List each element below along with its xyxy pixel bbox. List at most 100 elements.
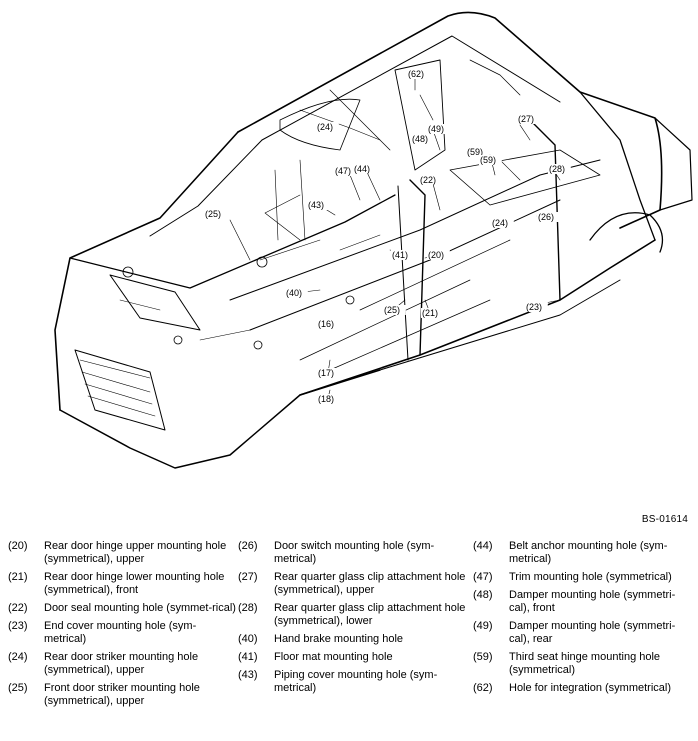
- legend-text: Hole for integration (symmetrical): [509, 682, 671, 694]
- legend-number: (27): [238, 571, 258, 583]
- legend-item: (49) Damper mounting hole (symmetri-cal),…: [473, 620, 692, 646]
- callout-label-bg: [317, 394, 340, 404]
- legend-column: (20)Rear door hinge upper mounting hole …: [8, 540, 236, 713]
- callout-label: (44): [354, 164, 370, 174]
- legend-text: Hand brake mounting hole: [274, 633, 404, 645]
- callout-label-bg: [466, 147, 489, 157]
- callout-label-bg: [491, 218, 514, 228]
- legend-text: Door switch mounting hole (sym-metrical): [274, 540, 435, 565]
- b-pillar-inner: [397, 185, 409, 361]
- callout-label-bg: [537, 212, 560, 222]
- callout-label-bg: [419, 175, 442, 185]
- legend-item: (28)Rear quarter glass clip attachment h…: [238, 602, 468, 628]
- legend-text: Damper mounting hole (symmetri-cal), fro…: [509, 589, 676, 614]
- legend-text: Rear door striker mounting hole (symmetr…: [44, 651, 199, 676]
- legend-item: (47) Trim mounting hole (symmetrical): [473, 571, 692, 584]
- callout-label-bg: [204, 209, 227, 219]
- legend-item: (24)Rear door striker mounting hole (sym…: [8, 651, 236, 677]
- legend-item: (41)Floor mat mounting hole: [238, 651, 468, 664]
- callout-label-bg: [383, 305, 406, 315]
- legend-item: (25)Front door striker mounting hole (sy…: [8, 682, 236, 708]
- legend-item: (62) Hole for integration (symmetrical): [473, 682, 692, 695]
- legend-text: Piping cover mounting hole (sym-metrical…: [274, 669, 438, 694]
- legend-number: (62): [473, 682, 493, 694]
- legend-number: (44): [473, 540, 493, 552]
- callout-label-bg: [285, 288, 308, 298]
- legend-number: (47): [473, 571, 493, 583]
- radiator-support: [79, 359, 156, 417]
- callout-label-bg: [427, 250, 450, 260]
- legend-number: (43): [238, 669, 258, 681]
- legend-item: (22)Door seal mounting hole (symmet-rica…: [8, 602, 236, 615]
- legend-number: (25): [8, 682, 28, 694]
- d-pillar: [579, 91, 656, 241]
- callout-label-bg: [525, 302, 548, 312]
- callout-label: (62): [408, 69, 424, 79]
- callout-label: (40): [286, 288, 302, 298]
- legend-text: Rear door hinge lower mounting hole (sym…: [44, 571, 225, 596]
- legend-text: Rear quarter glass clip attachment hole …: [274, 571, 466, 596]
- callout-label: (18): [318, 394, 334, 404]
- callout-label: (25): [205, 209, 221, 219]
- legend-text: Floor mat mounting hole: [274, 651, 393, 663]
- callout-label-bg: [407, 69, 430, 79]
- rear-floor: [449, 149, 601, 206]
- legend-text: Third seat hinge mounting hole (symmetri…: [509, 651, 661, 676]
- mounting-hole: [253, 340, 263, 350]
- callout-label: (59): [480, 155, 496, 165]
- callout-label-bg: [334, 166, 357, 176]
- center-pillar-trim: [394, 59, 446, 171]
- diagram-reference-code: BS-01614: [641, 514, 688, 525]
- callout-labels: (62)(24)(48)(49)(27)(47)(44)(59)(59)(28)…: [204, 69, 571, 404]
- callout-label-bg: [479, 155, 502, 165]
- callout-label-bg: [317, 319, 340, 329]
- mounting-hole: [122, 266, 134, 278]
- side-sill: [299, 239, 656, 396]
- callout-label: (47): [335, 166, 351, 176]
- legend-text: Belt anchor mounting hole (sym-metrical): [509, 540, 668, 565]
- legend-number: (59): [473, 651, 493, 663]
- legend-item: (59) Third seat hinge mounting hole (symm…: [473, 651, 692, 677]
- callout-label: (41): [392, 250, 408, 260]
- mounting-hole: [256, 256, 268, 268]
- legend-number: (22): [8, 602, 28, 614]
- legend-number: (26): [238, 540, 258, 552]
- callout-label: (24): [492, 218, 508, 228]
- legend-text: Rear door hinge upper mounting hole (sym…: [44, 540, 227, 565]
- legend-item: (48)Damper mounting hole (symmetri-cal),…: [473, 589, 692, 615]
- detail-lines: [119, 159, 381, 341]
- callout-label: (48): [412, 134, 428, 144]
- callout-label: (26): [538, 212, 554, 222]
- car-body-diagram: (62)(24)(48)(49)(27)(47)(44)(59)(59)(28)…: [54, 11, 693, 469]
- callout-label: (49): [428, 124, 444, 134]
- b-pillar: [409, 179, 426, 356]
- windshield-inner: [149, 139, 263, 237]
- legend-text: Rear quarter glass clip attachment hole …: [274, 602, 466, 627]
- legend-number: (40): [238, 633, 258, 645]
- callout-label: (59): [467, 147, 483, 157]
- legend-item: (20)Rear door hinge upper mounting hole …: [8, 540, 236, 566]
- callout-label: (20): [428, 250, 444, 260]
- legend-item: (23)End cover mounting hole (sym-metrica…: [8, 620, 236, 646]
- callout-label-bg: [517, 114, 540, 124]
- legend-number: (49): [473, 620, 493, 632]
- legend-number: (21): [8, 571, 28, 583]
- a-pillar: [54, 131, 239, 411]
- legend-number: (23): [8, 620, 28, 632]
- legend-column: (26) Door switch mounting hole (sym-metri…: [238, 540, 468, 700]
- callout-label-bg: [316, 122, 339, 132]
- callout-label-bg: [307, 200, 330, 210]
- legend-item: (44) Belt anchor mounting hole (sym-metri…: [473, 540, 692, 566]
- leader-lines: [264, 74, 561, 399]
- front-panel: [74, 349, 166, 431]
- mounting-hole: [173, 335, 183, 345]
- roof-inner-line: [261, 35, 561, 141]
- legend-text: Damper mounting hole (symmetri-cal), rea…: [509, 620, 676, 645]
- cowl: [69, 194, 396, 289]
- legend-text: Trim mounting hole (symmetrical): [509, 571, 672, 583]
- rear-end: [654, 117, 693, 211]
- callout-label-bg: [411, 134, 434, 144]
- callout-label: (21): [422, 308, 438, 318]
- callout-label-bg: [391, 250, 414, 260]
- callout-label: (16): [318, 319, 334, 329]
